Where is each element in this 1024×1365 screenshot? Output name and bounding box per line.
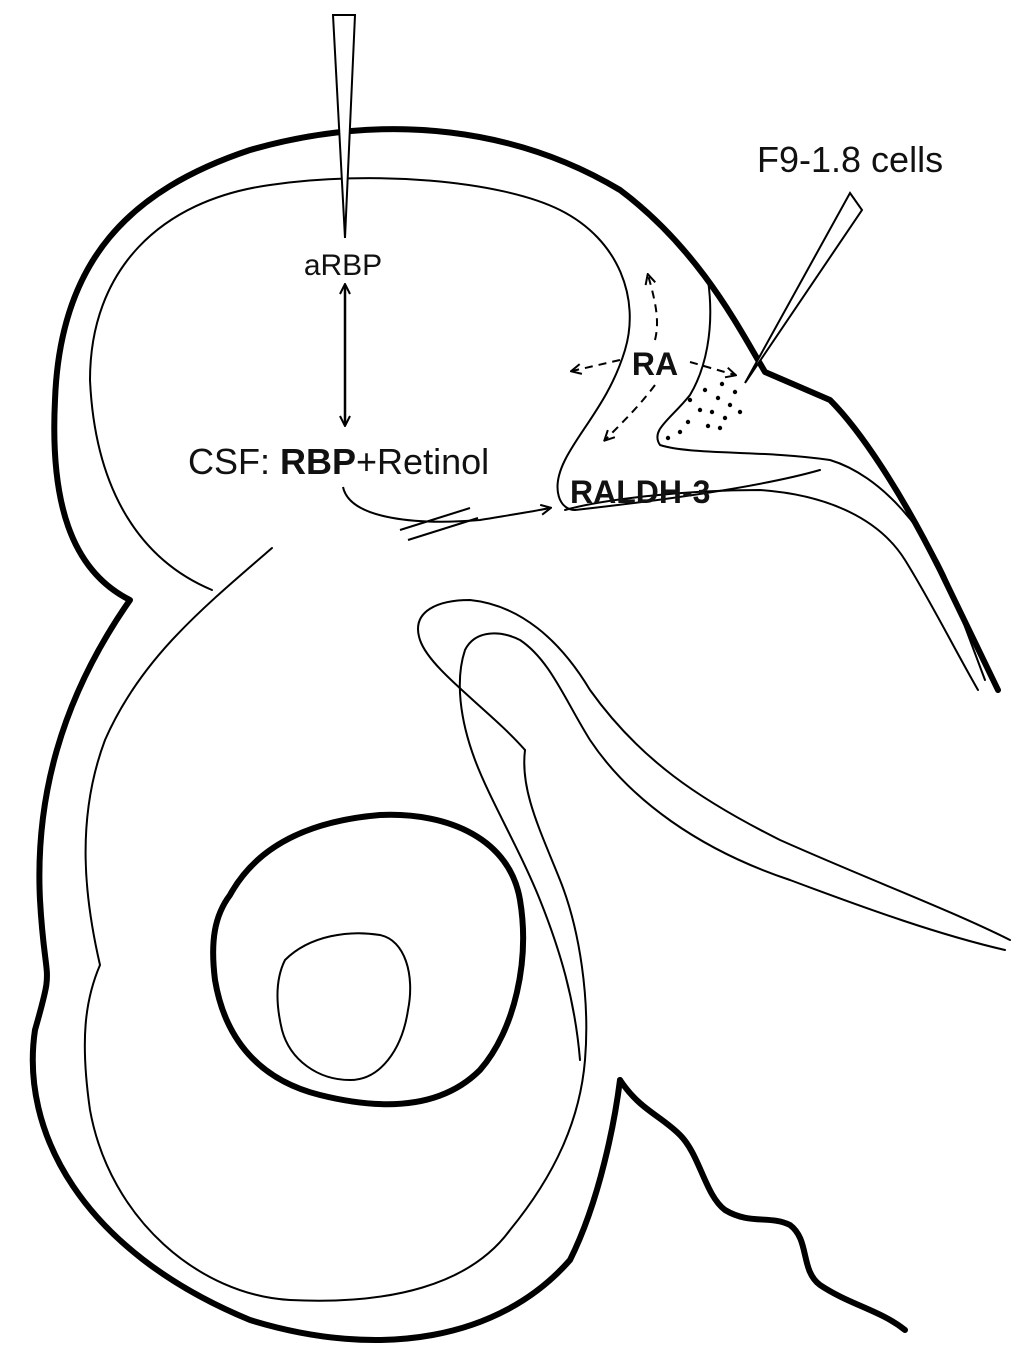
eye-outer-ring bbox=[210, 811, 527, 1108]
head-outer-contour bbox=[29, 126, 1001, 1343]
neuroepithelium-inner-contour bbox=[89, 177, 821, 591]
f9-cells-needle-icon bbox=[744, 191, 864, 384]
label-ra: RA bbox=[632, 346, 678, 382]
ra-arrow-up bbox=[648, 275, 658, 341]
ventricle-lower-wall bbox=[564, 489, 979, 691]
block-mark-line-1 bbox=[399, 507, 471, 531]
ventricle-upper-wall bbox=[656, 279, 986, 681]
label-f9-cells: F9-1.8 cells bbox=[757, 139, 943, 180]
rbp-to-raldh-curved-arrow bbox=[342, 486, 550, 523]
ra-arrow-right bbox=[689, 361, 735, 375]
label-csf-rbp-retinol: CSF: RBP+Retinol bbox=[188, 441, 489, 482]
arbp-injection-needle-icon bbox=[331, 14, 357, 239]
jaw-contour bbox=[617, 1077, 908, 1333]
ra-arrow-down-left bbox=[605, 384, 656, 440]
label-retinol: +Retinol bbox=[356, 441, 489, 482]
label-rbp: RBP bbox=[280, 441, 356, 482]
label-csf: CSF: bbox=[188, 441, 280, 482]
block-mark-line-2 bbox=[407, 517, 479, 541]
f9-cell-dots bbox=[665, 381, 743, 441]
forebrain-inner-contour bbox=[83, 547, 588, 1302]
ra-arrow-left bbox=[572, 359, 621, 371]
eye-lens-ring bbox=[276, 932, 412, 1081]
hindbrain-upper-contour bbox=[417, 599, 1011, 941]
hindbrain-tube-contour bbox=[458, 632, 1006, 1061]
label-raldh3: RALDH-3 bbox=[570, 474, 710, 510]
label-arbp: aRBP bbox=[304, 249, 382, 282]
